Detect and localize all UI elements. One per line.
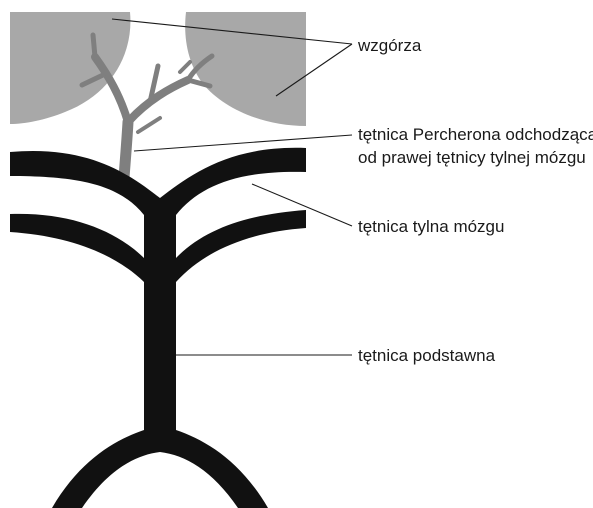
right-hill (185, 12, 306, 126)
basilar-artery (144, 210, 176, 440)
left-hill (10, 12, 130, 124)
label-posterior-cerebral: tętnica tylna mózgu (358, 217, 504, 236)
label-percheron-line1: tętnica Percherona odchodząca (358, 125, 593, 144)
label-basilar: tętnica podstawna (358, 346, 496, 365)
leader-percheron (134, 135, 352, 151)
artery-tree (10, 148, 306, 508)
percheron-right-branch (128, 80, 188, 122)
posterior-cerebral-lower (10, 214, 144, 282)
posterior-cerebral-lower-right (176, 210, 306, 282)
percheron-left-tip (93, 35, 95, 57)
label-percheron-line2: od prawej tętnicy tylnej mózgu (358, 148, 586, 167)
percheron-leaf-twig (180, 62, 190, 72)
percheron-small-twig (138, 118, 160, 132)
vertebral-arteries (52, 430, 268, 508)
label-hills: wzgórza (357, 36, 422, 55)
